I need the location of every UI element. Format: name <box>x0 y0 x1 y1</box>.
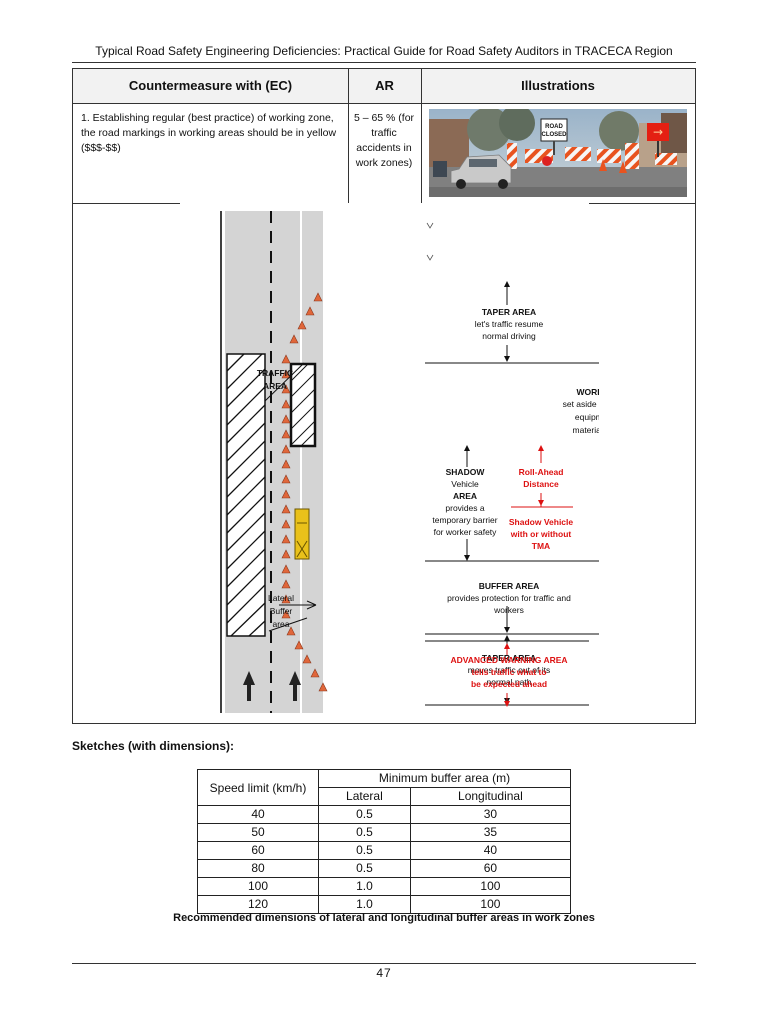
lateral-cell: 0.5 <box>319 860 411 878</box>
buffer-area-title: BUFFER AREA <box>479 581 540 591</box>
speed-cell: 50 <box>198 824 319 842</box>
advanced-warning-line1: tells traffic what to <box>471 667 546 677</box>
lateral-cell: 0.5 <box>319 824 411 842</box>
sign-closed-text: CLOSED <box>541 132 567 138</box>
shadow-vehicle-line2: with or without <box>510 529 572 539</box>
lateral-cell: 1.0 <box>319 896 411 914</box>
lateral-cell: 0.5 <box>319 806 411 824</box>
longitudinal-cell: 60 <box>410 860 570 878</box>
work-area-line2: equipment and <box>575 412 599 422</box>
sign-road-text: ROAD <box>545 124 563 130</box>
shadow-area-line1: Vehicle <box>451 479 479 489</box>
traffic-area-label-line2: AREA <box>263 381 287 391</box>
column-header-buffer-group: Minimum buffer area (m) <box>319 770 571 788</box>
buffer-area-line2: workers <box>493 605 524 615</box>
longitudinal-cell: 100 <box>410 878 570 896</box>
roll-ahead-line2: Distance <box>523 479 559 489</box>
column-header-longitudinal: Longitudinal <box>410 788 570 806</box>
buffer-table-caption: Recommended dimensions of lateral and lo… <box>0 912 768 924</box>
shadow-vehicle-line3: TMA <box>532 541 550 551</box>
header-rule <box>72 62 696 63</box>
speed-cell: 80 <box>198 860 319 878</box>
arrow-board-arrow: → <box>653 125 663 139</box>
buffer-dimensions-table: Speed limit (km/h) Minimum buffer area (… <box>197 769 571 914</box>
roll-ahead-line1: Roll-Ahead <box>519 467 564 477</box>
countermeasure-text: 1. Establishing regular (best practice) … <box>81 111 343 156</box>
column-divider <box>421 69 422 203</box>
traffic-area-label-line1: TRAFFIC <box>257 368 293 378</box>
shadow-area-line3: provides a <box>445 503 484 513</box>
v-mark <box>427 255 433 260</box>
speed-cell: 60 <box>198 842 319 860</box>
advanced-warning-title: ADVANCED WARNING AREA <box>450 655 567 665</box>
speed-cell: 120 <box>198 896 319 914</box>
taper-top-title: TAPER AREA <box>482 307 536 317</box>
shadow-vehicle-line1: Shadow Vehicle <box>509 517 574 527</box>
lateral-buffer-label-line2: Buffer <box>270 606 293 616</box>
lateral-cell: 0.5 <box>319 842 411 860</box>
buffer-area-line1: provides protection for traffic and <box>447 593 571 603</box>
lateral-cell: 1.0 <box>319 878 411 896</box>
document-header: Typical Road Safety Engineering Deficien… <box>0 44 768 58</box>
stop-sign <box>542 156 552 166</box>
longitudinal-cell: 35 <box>410 824 570 842</box>
page-number: 47 <box>0 966 768 980</box>
shadow-area-line5: for worker safety <box>434 527 498 537</box>
shadow-area-line4: temporary barrier <box>432 515 497 525</box>
speed-cell: 40 <box>198 806 319 824</box>
work-area-line1: set aside for workers, <box>563 399 599 409</box>
column-header-speed: Speed limit (km/h) <box>198 770 319 806</box>
v-mark <box>427 223 433 228</box>
speed-cell: 100 <box>198 878 319 896</box>
advanced-warning-overlay: ADVANCED WARNING AREA tells traffic what… <box>169 637 599 713</box>
traffic-area-hatch <box>227 354 265 636</box>
longitudinal-cell: 30 <box>410 806 570 824</box>
taper-top-line2: normal driving <box>482 331 536 341</box>
ar-value: 5 – 65 % (for traffic accidents in work … <box>349 111 419 171</box>
column-header-lateral: Lateral <box>319 788 411 806</box>
work-area-title: WORK AREA <box>576 387 599 397</box>
lateral-buffer-label-line3: area <box>272 619 289 629</box>
lateral-buffer-label-line1: Lateral <box>268 593 294 603</box>
sketches-heading: Sketches (with dimensions): <box>72 739 234 753</box>
countermeasure-table: Countermeasure with (EC) AR Illustration… <box>72 68 696 724</box>
column-header-ar: AR <box>348 69 421 104</box>
shadow-area-title: SHADOW <box>446 467 486 477</box>
row-divider-right <box>589 203 695 204</box>
v-marks <box>427 223 433 260</box>
longitudinal-cell: 40 <box>410 842 570 860</box>
work-area-line3: material storage <box>573 425 599 435</box>
longitudinal-cell: 100 <box>410 896 570 914</box>
work-zone-photo: ROAD CLOSED → <box>429 109 687 197</box>
row-divider-left <box>73 203 180 204</box>
shadow-vehicle <box>295 509 309 559</box>
shadow-area-line2: AREA <box>453 491 477 501</box>
taper-top-line1: let's traffic resume <box>475 319 544 329</box>
footer-rule <box>72 963 696 964</box>
advanced-warning-line2: be expected ahead <box>471 679 547 689</box>
column-header-illustrations: Illustrations <box>421 69 695 104</box>
column-header-countermeasure: Countermeasure with (EC) <box>73 69 348 104</box>
